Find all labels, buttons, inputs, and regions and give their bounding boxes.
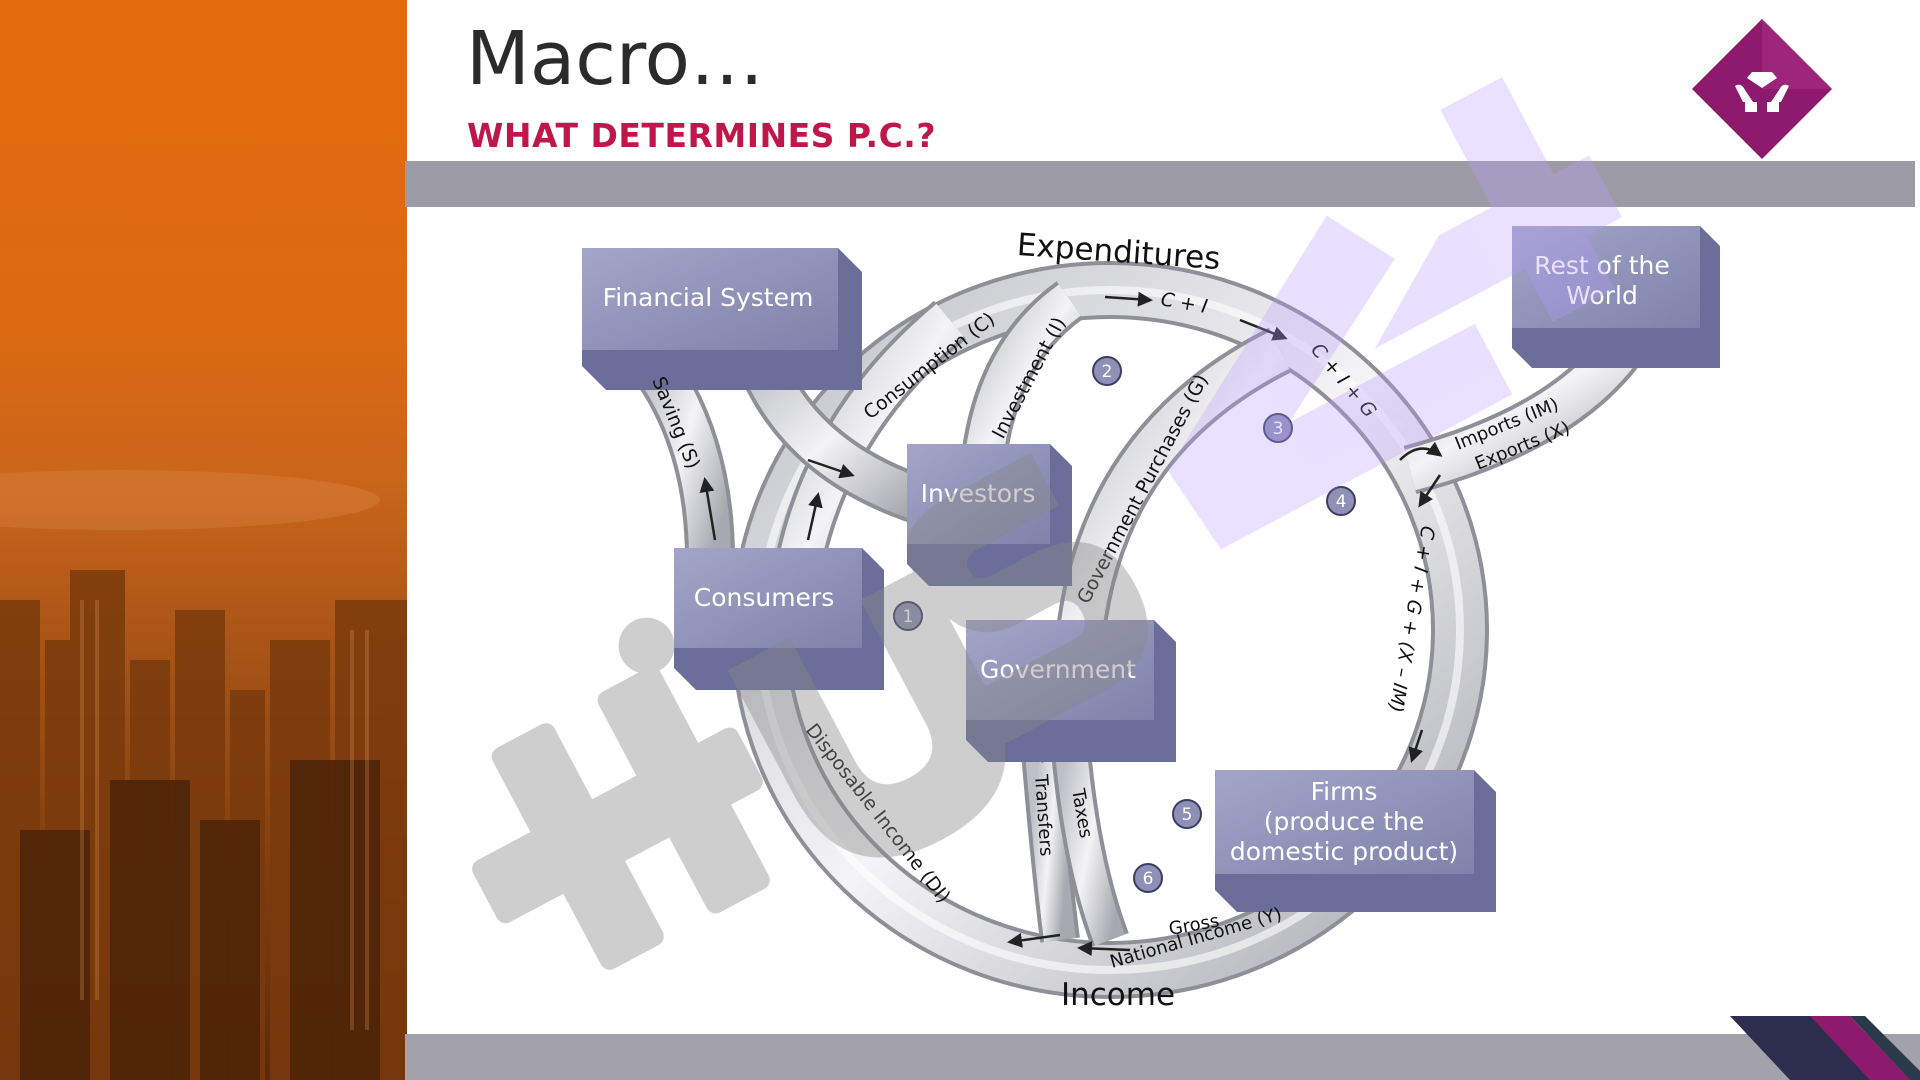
- step-markers: 1 2 3 4 5 6: [893, 356, 1356, 893]
- marker-1: 1: [893, 601, 923, 631]
- svg-text:3: 3: [1273, 419, 1284, 439]
- marker-6: 6: [1133, 863, 1163, 893]
- header-divider-band: [405, 161, 1915, 207]
- box-financial-system: Financial System: [582, 248, 862, 390]
- brand-logo: [1692, 19, 1832, 159]
- financial-system-label: Financial System: [603, 283, 814, 312]
- marker-4: 4: [1326, 486, 1356, 516]
- svg-text:5: 5: [1182, 805, 1193, 825]
- page-title: Macro…: [466, 16, 764, 102]
- footer-band: [405, 1034, 1920, 1080]
- marker-5: 5: [1172, 799, 1202, 829]
- svg-text:2: 2: [1102, 362, 1113, 382]
- svg-text:6: 6: [1143, 869, 1154, 889]
- firms-label-2: (produce the: [1264, 807, 1424, 836]
- income-label: Income: [1061, 977, 1175, 1013]
- corner-accent: [1730, 1016, 1920, 1080]
- box-rest-of-world: Rest of the World: [1512, 226, 1720, 368]
- marker-2: 2: [1092, 356, 1122, 386]
- rest-of-world-label-2: World: [1566, 281, 1638, 310]
- rest-of-world-label-1: Rest of the: [1534, 251, 1669, 280]
- gov-purchases-label: Government Purchases (G): [1073, 371, 1213, 608]
- svg-text:4: 4: [1336, 492, 1347, 512]
- government-label: Government: [980, 655, 1136, 684]
- firms-label-3: domestic product): [1230, 837, 1458, 866]
- box-investors: Investors: [907, 444, 1072, 586]
- box-government: Government: [966, 620, 1176, 762]
- city-skyline-image: [0, 0, 407, 1080]
- box-consumers: Consumers: [674, 548, 884, 690]
- box-firms: Firms (produce the domestic product): [1215, 770, 1496, 912]
- page-subtitle: WHAT DETERMINES P.C.?: [467, 116, 936, 155]
- investors-label: Investors: [921, 479, 1036, 508]
- svg-text:1: 1: [903, 607, 914, 627]
- firms-label-1: Firms: [1311, 777, 1378, 806]
- city-photo-panel: [0, 0, 407, 1080]
- consumers-label: Consumers: [694, 583, 835, 612]
- marker-3: 3: [1263, 413, 1293, 443]
